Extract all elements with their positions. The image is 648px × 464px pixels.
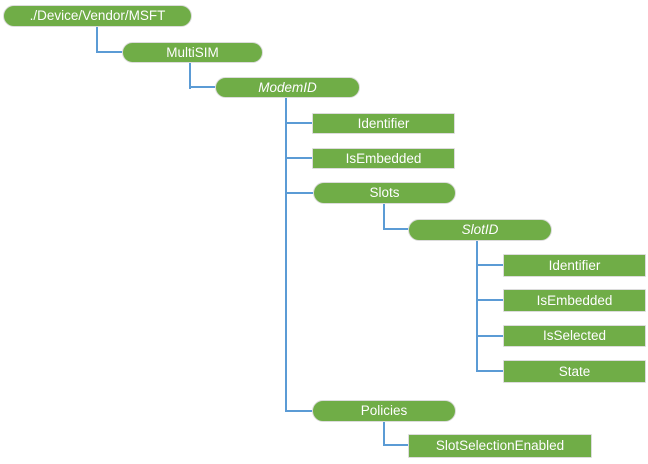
tree-node-modem-isembedded: IsEmbedded: [312, 148, 455, 169]
connector-modemid-to-slots: [285, 192, 314, 194]
tree-node-slot-isembedded: IsEmbedded: [503, 289, 646, 312]
connector-slotid-to-slot-state: [476, 370, 504, 372]
connector-root-to-multisim: [96, 27, 98, 53]
tree-node-policies: Policies: [312, 400, 456, 422]
tree-node-slots: Slots: [313, 182, 456, 204]
connector-slotid-to-slot-isselected: [476, 335, 504, 337]
connector-modemid-to-children-trunk: [285, 98, 287, 412]
connector-slotid-to-slot-identifier: [476, 264, 504, 266]
connector-root-to-multisim: [96, 51, 123, 53]
tree-node-slot-identifier: Identifier: [503, 254, 646, 277]
connector-multisim-to-modemid: [189, 86, 216, 88]
tree-node-slotselectionenabled: SlotSelectionEnabled: [408, 434, 592, 458]
connector-slotid-to-slot-isembedded: [476, 299, 504, 301]
tree-node-root: ./Device/Vendor/MSFT: [3, 5, 192, 27]
connector-slots-to-slotid: [383, 204, 385, 230]
tree-node-modemid: ModemID: [215, 77, 360, 98]
connector-modemid-to-modem-identifier: [285, 122, 313, 124]
tree-node-slotid: SlotID: [408, 219, 552, 241]
connector-slotid-to-children-trunk: [476, 241, 478, 372]
tree-node-modem-identifier: Identifier: [312, 113, 455, 134]
connector-modemid-to-modem-isembedded: [285, 157, 313, 159]
connector-multisim-to-modemid: [189, 63, 191, 89]
tree-node-slot-state: State: [503, 360, 646, 383]
connector-policies-to-slotselectionenabled: [383, 422, 385, 446]
tree-node-slot-isselected: IsSelected: [503, 325, 646, 347]
tree-node-multisim: MultiSIM: [122, 42, 263, 63]
connector-modemid-to-policies: [285, 410, 313, 412]
connector-slots-to-slotid: [383, 228, 409, 230]
connector-policies-to-slotselectionenabled: [383, 444, 409, 446]
